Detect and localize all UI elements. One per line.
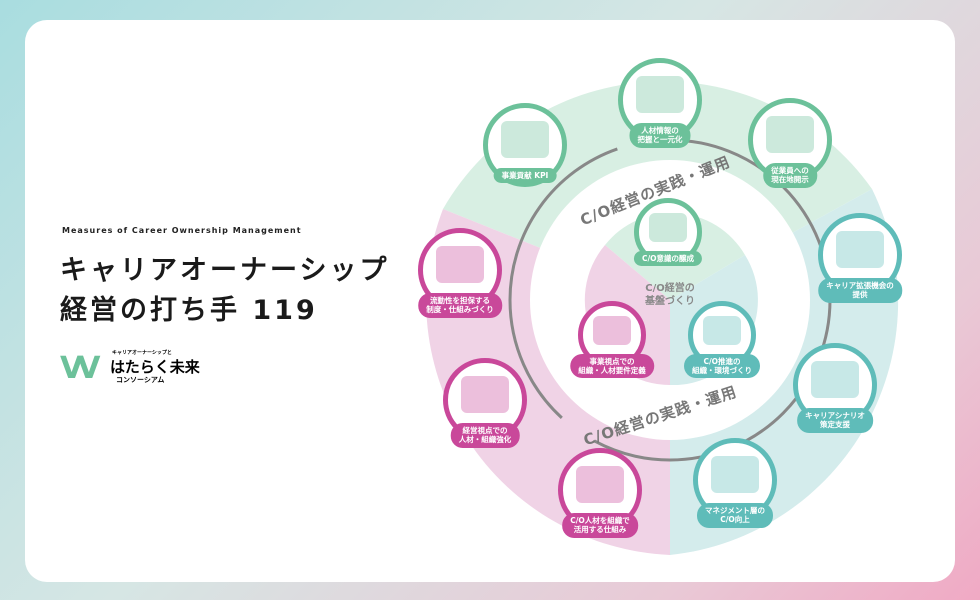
inner-label: C/O推進の 組織・環境づくり — [684, 353, 760, 379]
title-line-1: キャリアオーナーシップ — [60, 255, 390, 286]
logo-small: キャリアオーナーシップと — [112, 350, 172, 356]
outer-label: マネジメント層の C/O向上 — [697, 503, 773, 528]
consortium-logo: VV キャリアオーナーシップと はたらく未来 コンソーシアム — [60, 347, 230, 387]
center-label: C/O経営の 基盤づくり — [645, 283, 695, 307]
illustration-icon — [703, 316, 741, 346]
illustration-icon — [636, 76, 684, 114]
outer-label: 事業貢献 KPI — [493, 168, 557, 184]
outer-label: 経営視点での 人材・組織強化 — [450, 423, 520, 448]
outer-label: 流動性を担保する 制度・仕組みづくり — [418, 293, 502, 318]
illustration-icon — [576, 466, 624, 504]
illustration-icon — [649, 213, 687, 243]
cycle-diagram: C/O経営の実践・運用 C/O経営の実践・運用 C/O経営の 基盤づくり 事業貢… — [25, 20, 955, 582]
inner-label: C/O意識の醸成 — [633, 250, 703, 267]
outer-label: キャリア拡張機会の 提供 — [818, 278, 902, 303]
card: Measures of Career Ownership Management … — [25, 20, 955, 582]
outer-label: 従業員への 現在地開示 — [763, 163, 817, 188]
logo-sub: コンソーシアム — [116, 376, 165, 384]
subtitle: Measures of Career Ownership Management — [62, 226, 302, 235]
illustration-icon — [461, 376, 509, 414]
illustration-icon — [811, 361, 859, 399]
logo-main: はたらく未来 — [110, 358, 200, 376]
illustration-icon — [436, 246, 484, 284]
outer-label: キャリアシナリオ 策定支援 — [797, 408, 873, 433]
illustration-icon — [711, 456, 759, 494]
illustration-icon — [836, 231, 884, 269]
inner-label: 事業視点での 組織・人材要件定義 — [570, 353, 654, 379]
title-line-2: 経営の打ち手 119 — [60, 295, 318, 326]
illustration-icon — [593, 316, 631, 346]
outer-label: 人材情報の 把握と一元化 — [629, 123, 691, 148]
illustration-icon — [766, 116, 814, 154]
logo-w-icon: VV — [60, 351, 101, 386]
outer-label: C/O人材を組織で 活用する仕組み — [562, 513, 638, 538]
illustration-icon — [501, 121, 549, 159]
